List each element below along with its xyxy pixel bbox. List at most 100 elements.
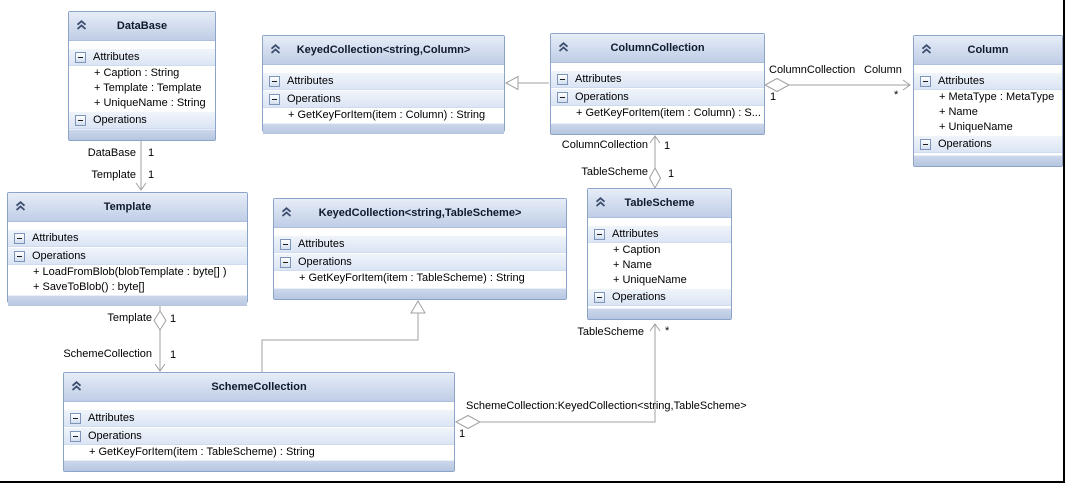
class-header[interactable]: TableScheme	[588, 189, 731, 218]
collapse-chevron-icon[interactable]	[558, 42, 569, 53]
section-label: Operations	[287, 93, 341, 105]
section-header-attributes[interactable]: Attributes	[69, 48, 215, 66]
class-box-tablescheme[interactable]: TableScheme Attributes + Caption + Name …	[587, 188, 732, 320]
section-header-attributes[interactable]: Attributes	[64, 409, 454, 427]
section-header-operations[interactable]: Operations	[588, 288, 731, 306]
section-header-attributes[interactable]: Attributes	[551, 70, 764, 88]
collapse-minus-icon[interactable]	[280, 256, 291, 268]
section-header-attributes[interactable]: Attributes	[263, 72, 504, 90]
member-row[interactable]: + UniqueName : String	[69, 96, 215, 111]
collapse-minus-icon[interactable]	[594, 291, 605, 303]
member-row[interactable]: + UniqueName	[588, 273, 731, 288]
class-footer	[263, 123, 504, 134]
role-label: TableScheme	[581, 166, 648, 178]
collapse-minus-icon[interactable]	[75, 51, 86, 63]
member-row[interactable]: + GetKeyForItem(item : TableScheme) : St…	[64, 445, 454, 460]
section-header-attributes[interactable]: Attributes	[588, 225, 731, 243]
connector-columncollection-column	[763, 77, 911, 93]
class-box-columncollection[interactable]: ColumnCollection Attributes Operations +…	[550, 33, 765, 135]
collapse-chevron-icon[interactable]	[281, 207, 292, 218]
member-row[interactable]: + Caption	[588, 243, 731, 258]
class-box-template[interactable]: Template Attributes Operations + LoadFro…	[7, 192, 248, 306]
class-header[interactable]: ColumnCollection	[551, 34, 764, 63]
class-footer	[64, 460, 454, 471]
section-header-operations[interactable]: Operations	[64, 427, 454, 445]
class-header[interactable]: DataBase	[69, 12, 215, 41]
class-header[interactable]: Column	[914, 36, 1062, 65]
section-header-operations[interactable]: Operations	[8, 247, 247, 265]
connector-schemecollection-tablescheme	[454, 323, 661, 430]
member-row[interactable]: + GetKeyForItem(item : TableScheme) : St…	[274, 271, 566, 286]
collapse-minus-icon[interactable]	[75, 114, 86, 126]
section-header-attributes[interactable]: Attributes	[914, 72, 1062, 90]
collapse-minus-icon[interactable]	[280, 238, 291, 250]
section-label: Operations	[298, 256, 352, 268]
section-header-operations[interactable]: Operations	[914, 135, 1062, 153]
member-row[interactable]: + MetaType : MetaType	[914, 90, 1062, 105]
collapse-minus-icon[interactable]	[14, 250, 25, 262]
member-row[interactable]: + GetKeyForItem(item : Column) : String	[263, 108, 504, 123]
class-title: SchemeCollection	[211, 381, 307, 393]
member-row[interactable]: + Caption : String	[69, 66, 215, 81]
collapse-minus-icon[interactable]	[594, 228, 605, 240]
collapse-chevron-icon[interactable]	[595, 197, 606, 208]
role-label: ColumnCollection	[561, 139, 648, 151]
member-row[interactable]: + GetKeyForItem(item : Column) : S...	[551, 106, 764, 121]
collapse-minus-icon[interactable]	[557, 91, 568, 103]
member-row[interactable]: + SaveToBlob() : byte[]	[8, 280, 247, 295]
class-box-column[interactable]: Column Attributes + MetaType : MetaType …	[913, 35, 1063, 167]
section-header-operations[interactable]: Operations	[69, 111, 215, 129]
section-label: Attributes	[88, 412, 135, 424]
multiplicity-label: *	[894, 89, 899, 101]
section-header-operations[interactable]: Operations	[263, 90, 504, 108]
collapse-minus-icon[interactable]	[70, 430, 81, 442]
class-header[interactable]: SchemeCollection	[64, 373, 454, 402]
multiplicity-label: 1	[170, 313, 177, 325]
collapse-minus-icon[interactable]	[269, 75, 280, 87]
member-row[interactable]: + UniqueName	[914, 120, 1062, 135]
class-box-database[interactable]: DataBase Attributes + Caption : String +…	[68, 11, 216, 141]
role-label: DataBase	[87, 147, 136, 159]
multiplicity-label: 1	[668, 168, 675, 180]
section-label: Operations	[612, 291, 666, 303]
member-row[interactable]: + Name	[588, 258, 731, 273]
class-header[interactable]: Template	[8, 193, 247, 222]
class-footer	[551, 123, 764, 134]
association-name-label: SchemeCollection:KeyedCollection<string,…	[466, 400, 747, 412]
role-label: Column	[864, 64, 902, 76]
collapse-chevron-icon[interactable]	[71, 381, 82, 392]
collapse-chevron-icon[interactable]	[921, 44, 932, 55]
member-row[interactable]: + Name	[914, 105, 1062, 120]
connector-columncollection-inheritance	[504, 75, 549, 91]
section-header-operations[interactable]: Operations	[274, 253, 566, 271]
multiplicity-label: *	[665, 325, 670, 337]
class-footer	[914, 155, 1062, 166]
class-footer	[69, 129, 215, 140]
section-header-operations[interactable]: Operations	[551, 88, 764, 106]
collapse-minus-icon[interactable]	[14, 232, 25, 244]
class-box-schemecollection[interactable]: SchemeCollection Attributes Operations +…	[63, 372, 455, 472]
class-title: ColumnCollection	[610, 42, 705, 54]
class-header[interactable]: KeyedCollection<string,TableScheme>	[274, 199, 566, 228]
connector-tablescheme-columncollection	[648, 135, 662, 190]
collapse-minus-icon[interactable]	[70, 412, 81, 424]
role-label: SchemeCollection	[63, 348, 152, 360]
collapse-chevron-icon[interactable]	[76, 20, 87, 31]
member-row[interactable]: + LoadFromBlob(blobTemplate : byte[] )	[8, 265, 247, 280]
collapse-minus-icon[interactable]	[920, 138, 931, 150]
collapse-minus-icon[interactable]	[920, 75, 931, 87]
collapse-minus-icon[interactable]	[557, 73, 568, 85]
section-header-attributes[interactable]: Attributes	[274, 235, 566, 253]
class-box-keyedcollection-string-tablescheme[interactable]: KeyedCollection<string,TableScheme> Attr…	[273, 198, 567, 300]
class-footer	[274, 288, 566, 299]
collapse-chevron-icon[interactable]	[270, 44, 281, 55]
section-header-attributes[interactable]: Attributes	[8, 229, 247, 247]
role-label: Template	[107, 312, 152, 324]
section-label: Attributes	[93, 51, 140, 63]
class-box-keyedcollection-string-column[interactable]: KeyedCollection<string,Column> Attribute…	[262, 35, 505, 134]
class-header[interactable]: KeyedCollection<string,Column>	[263, 36, 504, 65]
collapse-minus-icon[interactable]	[269, 93, 280, 105]
member-row[interactable]: + Template : Template	[69, 81, 215, 96]
role-label: ColumnCollection	[769, 64, 856, 76]
collapse-chevron-icon[interactable]	[15, 201, 26, 212]
